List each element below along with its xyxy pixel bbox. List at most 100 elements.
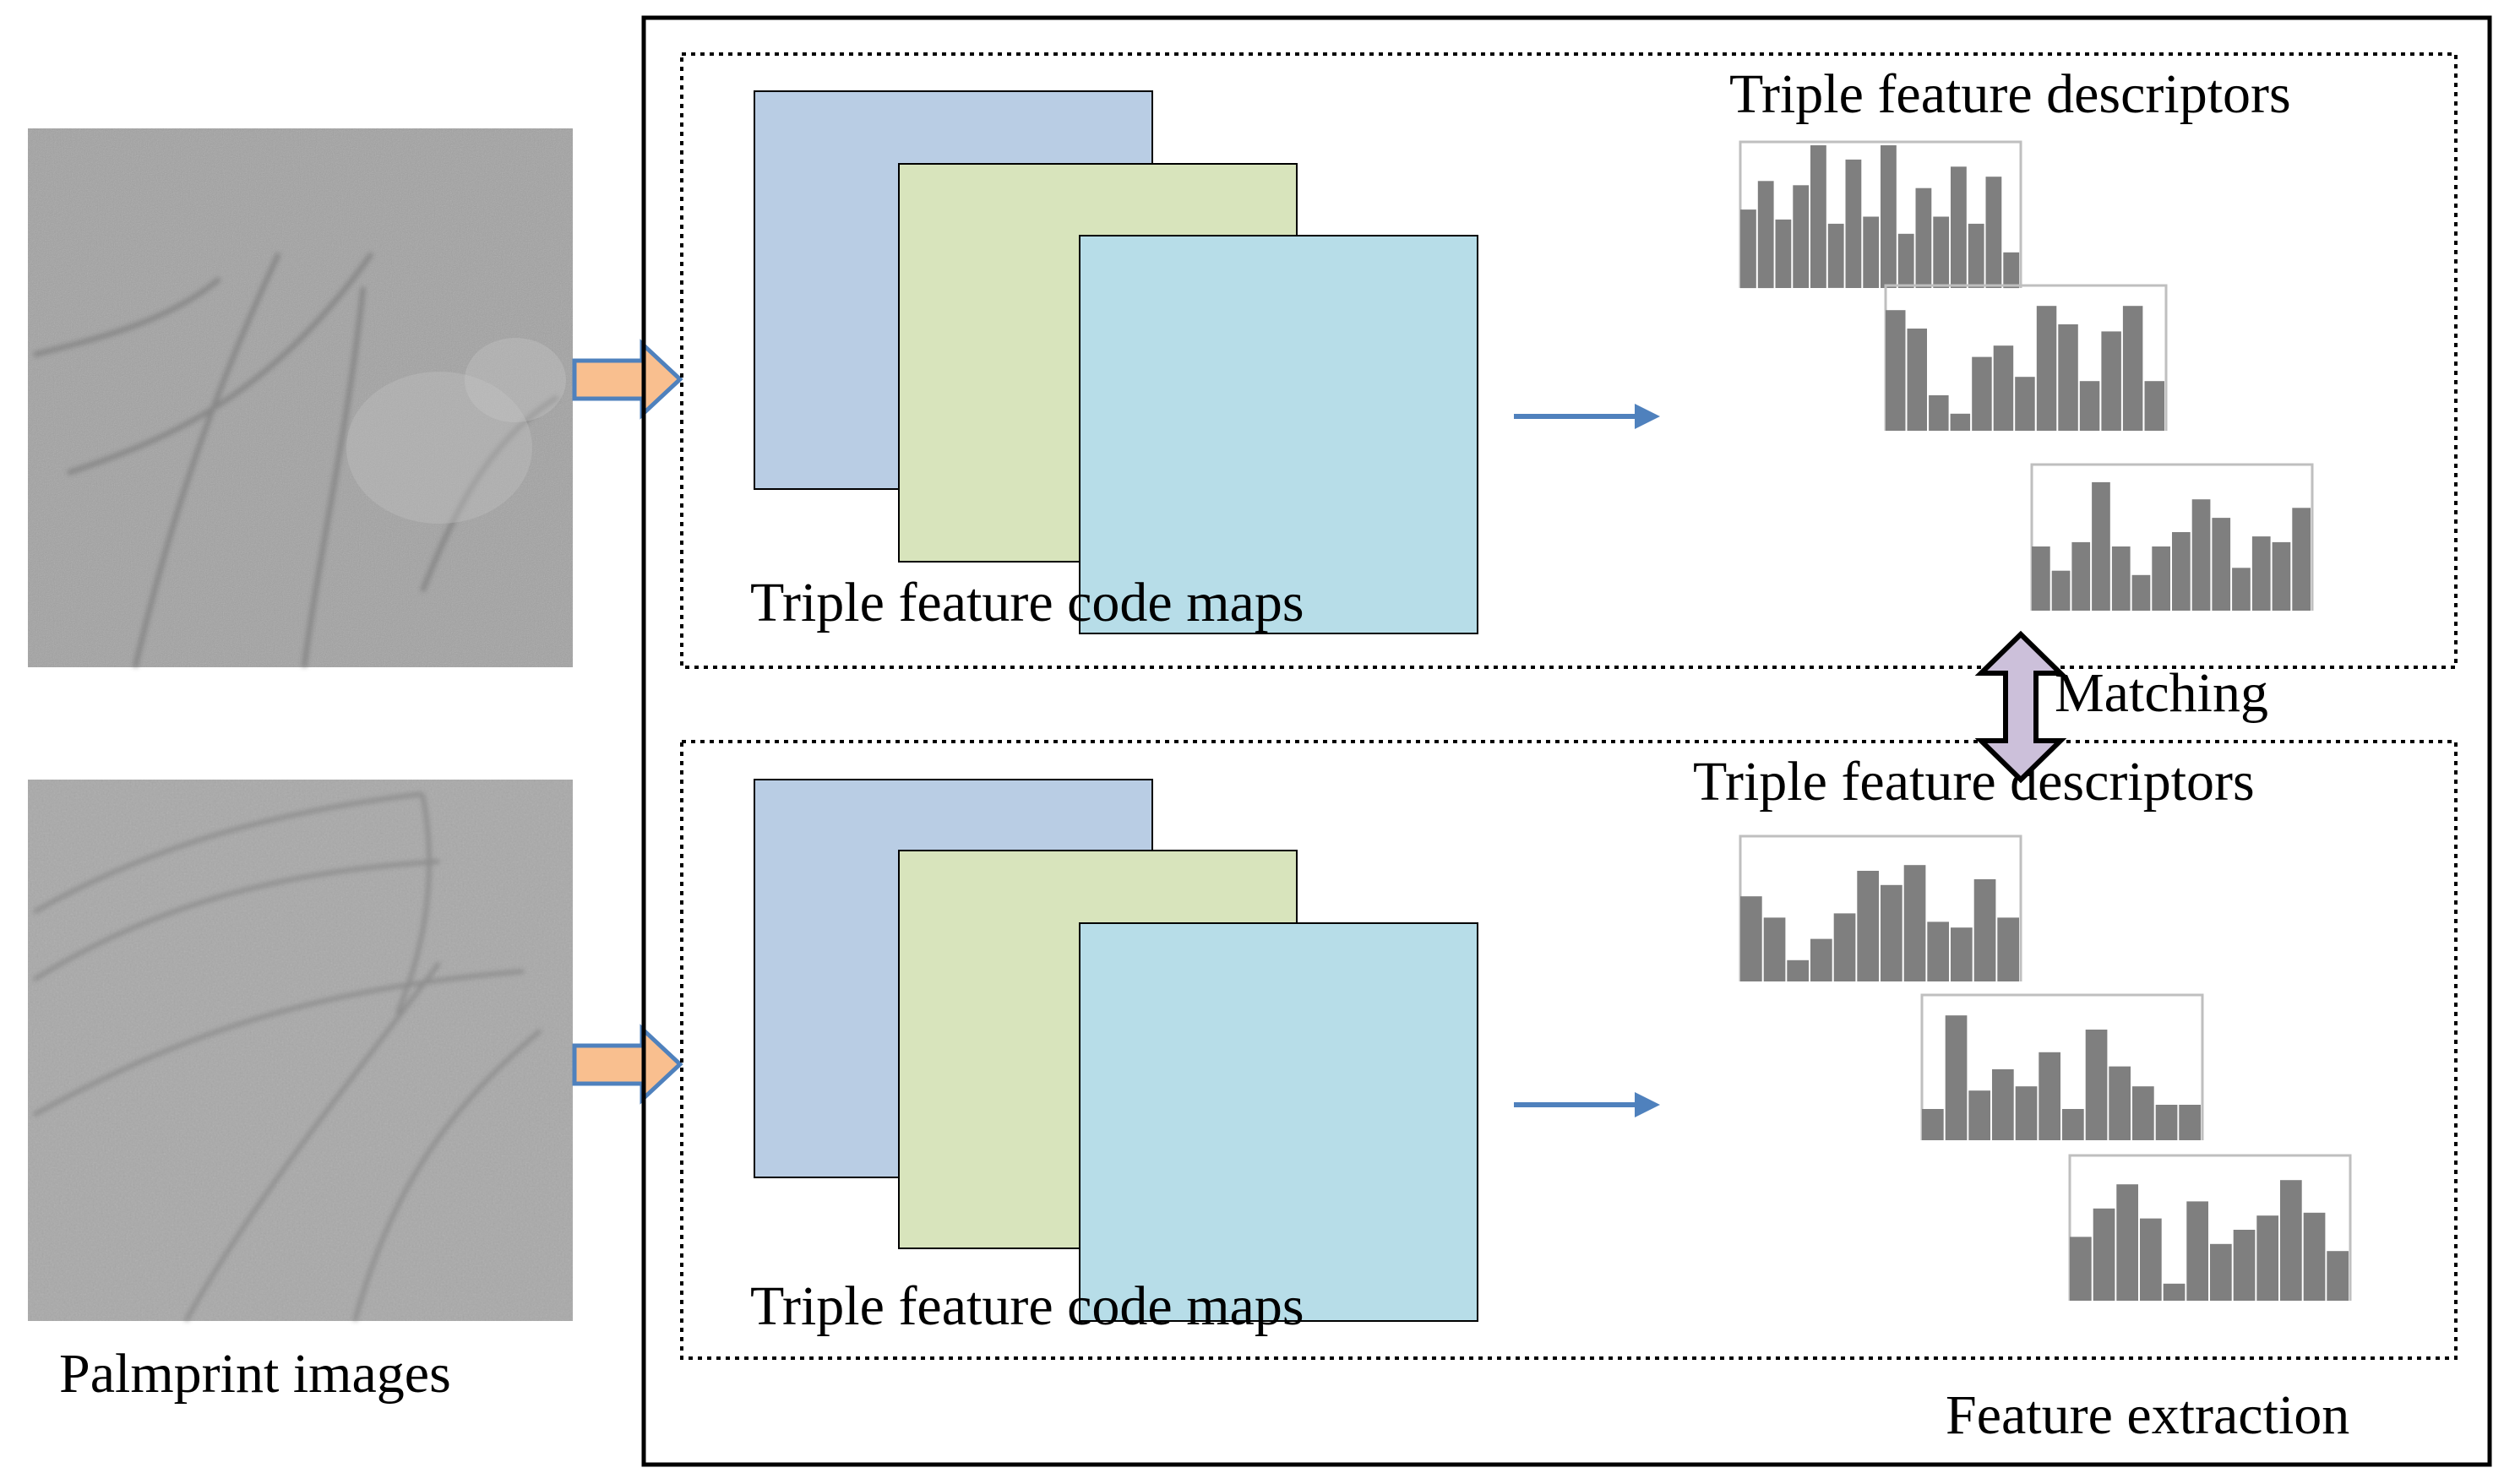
top-descriptors-label: Triple feature descriptors: [1729, 63, 2291, 125]
histogram-bar: [2109, 1066, 2131, 1140]
histogram-bar: [1863, 216, 1880, 288]
feature-extraction-label: Feature extraction: [1946, 1384, 2349, 1446]
histogram-bar: [1833, 913, 1856, 981]
histogram-bar: [2132, 1086, 2154, 1140]
histogram-bar: [2032, 546, 2050, 611]
histogram-bar: [2003, 252, 2020, 289]
top-panel: [680, 52, 2458, 669]
histogram-bar: [2191, 499, 2211, 611]
histogram-bar: [2280, 1180, 2302, 1301]
histogram-bar: [2070, 1237, 2092, 1301]
histogram-bar: [2131, 574, 2151, 612]
histogram-bar: [1787, 959, 1809, 981]
histogram-bar: [2210, 1243, 2232, 1301]
histogram-bar: [1973, 879, 1996, 981]
histogram-bar: [2163, 1283, 2186, 1301]
histogram-bar: [2122, 306, 2143, 431]
histogram-bar: [2186, 1201, 2208, 1301]
histogram-bar: [2015, 1086, 2038, 1140]
histogram-bar: [1740, 896, 1762, 981]
histogram-bar: [2062, 1109, 2084, 1140]
top-descriptor-histogram-2: [1884, 284, 2168, 431]
histogram-bar: [1933, 216, 1950, 288]
palmprint-image-2: [28, 780, 573, 1323]
histogram-bar: [2079, 381, 2100, 431]
histogram-bar: [2111, 546, 2131, 611]
bottom-descriptor-histogram-3: [2068, 1154, 2352, 1301]
histogram-bar: [2172, 532, 2191, 611]
top-code-map-cyan: [1079, 235, 1478, 634]
histogram-bar: [1968, 223, 1984, 288]
histogram-bar: [1985, 177, 2002, 288]
histogram-bar: [2256, 1215, 2278, 1301]
histogram-bar: [2093, 1208, 2115, 1301]
histogram-bar: [1763, 917, 1786, 981]
bottom-descriptor-histogram-1: [1739, 834, 2022, 981]
histogram-bar: [2051, 570, 2071, 611]
histogram-bar: [1951, 166, 1967, 288]
histogram-bar: [1881, 145, 1897, 288]
histogram-bar: [1993, 345, 2014, 431]
top-descriptor-histogram-3: [2030, 463, 2314, 612]
histogram-frame: [2030, 463, 2314, 611]
histogram-bar: [1968, 1090, 1990, 1140]
histogram-bar: [1922, 1109, 1944, 1140]
histogram-bar: [2327, 1251, 2349, 1301]
input-arrow-top: [572, 339, 683, 420]
histogram-bar: [1857, 871, 1879, 981]
histogram-bar: [1886, 310, 1906, 431]
histogram-bar: [1972, 356, 1992, 431]
histogram-frame: [1920, 993, 2204, 1140]
histogram-bar: [1775, 219, 1792, 288]
histogram-bar: [2036, 306, 2057, 431]
top-code-maps: [754, 90, 1478, 634]
histogram-bar: [1897, 233, 1914, 288]
input-arrow-top-shape: [572, 339, 683, 420]
histogram-bar: [2292, 508, 2311, 611]
histogram-bar: [2212, 518, 2231, 611]
histogram-bar: [1740, 209, 1756, 289]
histogram-bar: [1927, 921, 1949, 981]
bottom-descriptors-label: Triple feature descriptors: [1693, 751, 2255, 813]
input-arrow-bottom: [572, 1024, 683, 1105]
histogram-bar: [1950, 413, 1971, 431]
palmprint-images-label: Palmprint images: [59, 1343, 451, 1405]
histogram-bar: [2232, 568, 2251, 611]
histogram-bar: [2303, 1212, 2326, 1301]
histogram-bar: [2155, 1105, 2178, 1140]
histogram-bar: [2058, 324, 2078, 431]
palmprint-image-1: [28, 128, 573, 668]
matching-double-arrow: [1974, 630, 2067, 784]
histogram-bar: [1810, 145, 1826, 288]
top-code-maps-label: Triple feature code maps: [750, 572, 1304, 633]
histogram-bar: [2015, 377, 2035, 431]
histogram-bar: [2071, 541, 2091, 611]
histogram-bar: [1903, 865, 1926, 981]
histogram-bar: [1810, 938, 1832, 981]
histogram-bar: [2152, 546, 2170, 611]
histogram-bar: [2092, 481, 2110, 611]
matching-label: Matching: [2055, 662, 2268, 724]
histogram-bar: [1992, 1069, 2014, 1140]
bottom-code-maps: [754, 779, 1478, 1322]
bottom-panel: [680, 740, 2458, 1360]
histogram-bar: [2272, 541, 2291, 611]
bottom-flow-arrow: [1514, 1092, 1660, 1117]
histogram-bar: [2116, 1184, 2138, 1301]
histogram-bar: [1951, 927, 1973, 981]
bottom-descriptor-histogram-2: [1920, 993, 2204, 1140]
histogram-bar: [1793, 185, 1810, 288]
top-flow-arrow: [1514, 404, 1660, 429]
histogram-bar: [2039, 1052, 2060, 1140]
histogram-bar: [1845, 159, 1862, 288]
histogram-bar: [1945, 1015, 1968, 1140]
feature-extraction-box: [641, 15, 2492, 1467]
histogram-bar: [1929, 395, 1949, 431]
matching-arrow-shape: [1974, 630, 2067, 784]
histogram-bar: [1915, 188, 1932, 288]
bottom-code-maps-label: Triple feature code maps: [750, 1275, 1304, 1337]
histogram-frame: [2068, 1154, 2352, 1301]
histogram-bar: [2101, 331, 2121, 431]
histogram-bar: [2179, 1105, 2201, 1140]
